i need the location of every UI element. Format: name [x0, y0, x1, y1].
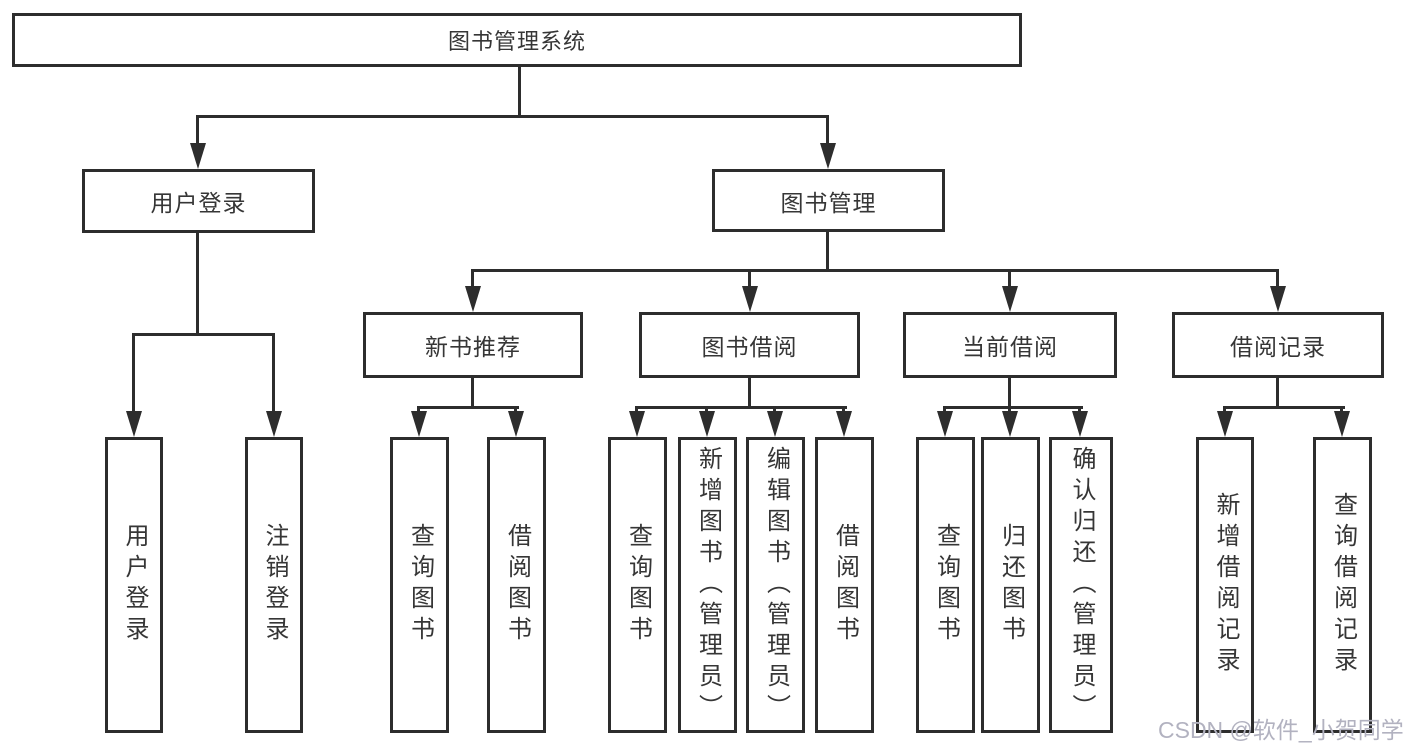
- connector-book-mgmt-stem: [826, 232, 829, 271]
- leaf-nb-query-books: 查询图书: [390, 437, 449, 733]
- leaf-cb-return-books-label: 归还图书: [997, 523, 1025, 647]
- leaf-bb-edit-books-admin-label: 编辑图书（管理员）: [762, 445, 790, 725]
- connector-drop-new-books: [471, 271, 474, 289]
- connector-current-borrow-stem: [1008, 378, 1011, 408]
- leaf-bb-query-books: 查询图书: [608, 437, 667, 733]
- leaf-cb-confirm-return-admin: 确认归还（管理员）: [1049, 437, 1113, 733]
- arrowhead-leaf-user-login: [126, 411, 142, 437]
- node-user-login: 用户登录: [82, 169, 315, 233]
- leaf-bb-add-books-admin-label: 新增图书（管理员）: [694, 445, 722, 725]
- node-current-borrow: 当前借阅: [903, 312, 1117, 378]
- arrowhead-borrow-records: [1270, 286, 1286, 312]
- connector-book-borrow-stem: [748, 378, 751, 408]
- connector-level2-rail: [196, 115, 829, 118]
- leaf-cb-query-books: 查询图书: [916, 437, 975, 733]
- arrowhead-bb-borrow: [836, 411, 852, 437]
- arrowhead-leaf-logout: [266, 411, 282, 437]
- node-new-books-label: 新书推荐: [425, 334, 521, 360]
- leaf-nb-query-books-label: 查询图书: [406, 523, 434, 647]
- connector-drop-leaf-logout: [272, 333, 275, 415]
- leaf-br-add-record: 新增借阅记录: [1196, 437, 1254, 733]
- leaf-nb-borrow-books-label: 借阅图书: [503, 523, 531, 647]
- arrowhead-br-add: [1217, 411, 1233, 437]
- node-book-mgmt: 图书管理: [712, 169, 945, 232]
- node-new-books: 新书推荐: [363, 312, 583, 378]
- connector-root-stem: [518, 67, 521, 117]
- arrowhead-nb-borrow: [508, 411, 524, 437]
- leaf-br-query-record: 查询借阅记录: [1313, 437, 1372, 733]
- connector-new-books-stem: [471, 378, 474, 408]
- arrowhead-bb-edit: [767, 411, 783, 437]
- leaf-bb-add-books-admin: 新增图书（管理员）: [678, 437, 737, 733]
- leaf-bb-edit-books-admin: 编辑图书（管理员）: [746, 437, 805, 733]
- connector-user-login-rail: [132, 333, 275, 336]
- connector-book-borrow-rail: [635, 406, 847, 409]
- leaf-cb-return-books: 归还图书: [981, 437, 1040, 733]
- connector-borrow-records-rail: [1223, 406, 1345, 409]
- node-book-mgmt-label: 图书管理: [780, 189, 877, 216]
- arrowhead-nb-query: [411, 411, 427, 437]
- node-root-label: 图书管理系统: [447, 29, 586, 54]
- connector-drop-book-mgmt: [826, 117, 829, 146]
- leaf-cb-confirm-return-admin-label: 确认归还（管理员）: [1068, 445, 1095, 725]
- connector-user-login-stem: [196, 233, 199, 334]
- arrowhead-book-mgmt: [820, 143, 836, 169]
- node-book-borrow-label: 图书借阅: [701, 334, 798, 360]
- leaf-logout-label: 注销登录: [261, 523, 288, 647]
- arrowhead-cb-return: [1002, 411, 1018, 437]
- arrowhead-new-books: [465, 286, 481, 312]
- node-user-login-label: 用户登录: [150, 190, 247, 216]
- leaf-bb-borrow-books-label: 借阅图书: [831, 523, 859, 647]
- leaf-br-query-record-label: 查询借阅记录: [1329, 492, 1357, 678]
- arrowhead-br-query: [1334, 411, 1350, 437]
- leaf-logout: 注销登录: [245, 437, 303, 733]
- leaf-br-add-record-label: 新增借阅记录: [1212, 492, 1239, 678]
- connector-drop-borrow-records: [1276, 271, 1279, 289]
- node-borrow-records: 借阅记录: [1172, 312, 1384, 378]
- connector-level3-rail: [471, 269, 1279, 272]
- csdn-watermark: CSDN @软件_小贺同学: [1158, 717, 1404, 743]
- connector-drop-leaf-user-login: [132, 333, 135, 415]
- leaf-user-login-label: 用户登录: [121, 523, 148, 647]
- connector-current-borrow-rail: [943, 406, 1083, 409]
- connector-drop-book-borrow: [748, 271, 751, 289]
- leaf-nb-borrow-books: 借阅图书: [487, 437, 546, 733]
- arrowhead-cb-confirm: [1072, 411, 1088, 437]
- connector-borrow-records-stem: [1276, 378, 1279, 408]
- arrowhead-cb-query: [937, 411, 953, 437]
- arrowhead-book-borrow: [742, 286, 758, 312]
- connector-drop-user-login: [196, 117, 199, 146]
- connector-drop-current-borrow: [1008, 271, 1011, 289]
- node-current-borrow-label: 当前借阅: [962, 334, 1058, 360]
- connector-new-books-rail: [417, 406, 519, 409]
- leaf-user-login: 用户登录: [105, 437, 163, 733]
- node-borrow-records-label: 借阅记录: [1230, 334, 1326, 360]
- node-root: 图书管理系统: [12, 13, 1022, 67]
- leaf-bb-query-books-label: 查询图书: [624, 523, 652, 647]
- leaf-cb-query-books-label: 查询图书: [932, 523, 960, 647]
- arrowhead-user-login: [190, 143, 206, 169]
- node-book-borrow: 图书借阅: [639, 312, 860, 378]
- arrowhead-bb-add: [699, 411, 715, 437]
- leaf-bb-borrow-books: 借阅图书: [815, 437, 874, 733]
- arrowhead-bb-query: [629, 411, 645, 437]
- arrowhead-current-borrow: [1002, 286, 1018, 312]
